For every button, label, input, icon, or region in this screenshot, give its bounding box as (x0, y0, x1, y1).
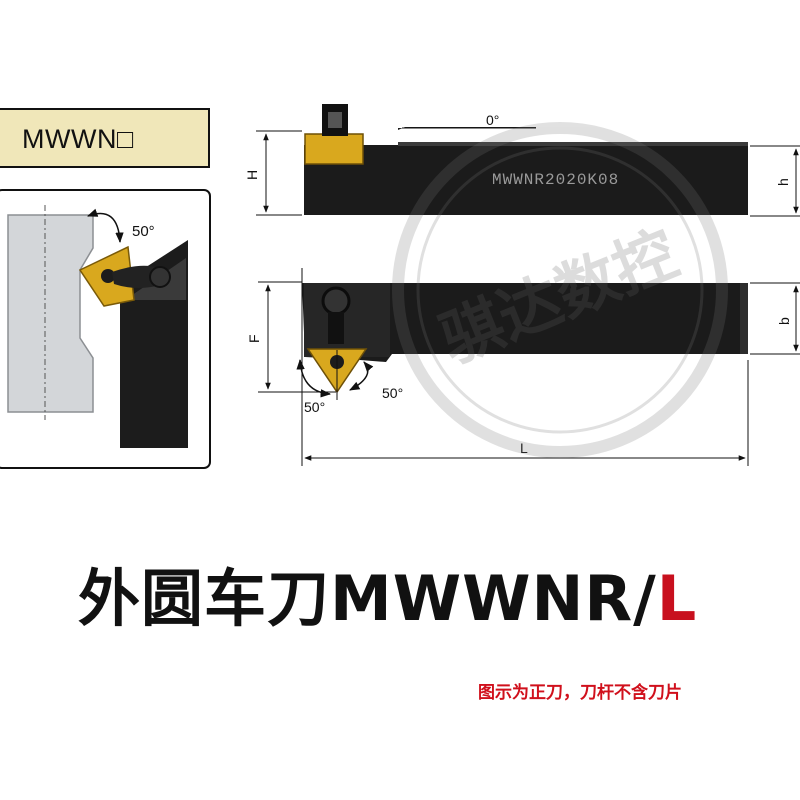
workpiece (7, 214, 94, 413)
side-view: 0° MWWNR2020K08 H h (244, 104, 800, 217)
dim-F-label: F (246, 334, 262, 343)
detail-insert-hole (101, 269, 115, 283)
front-shank (302, 283, 748, 362)
code-panel: MWWN□ (0, 108, 210, 168)
side-angle-label: 0° (486, 112, 499, 128)
side-insert (304, 133, 364, 165)
dim-L-label: L (520, 440, 528, 456)
front-view: 50° 50° F b L (246, 268, 800, 466)
dim-H-label: H (244, 170, 260, 180)
front-shank-edge (740, 283, 748, 354)
detail-clamp-screw (149, 266, 171, 288)
front-angle-arc-right (349, 361, 374, 391)
title-highlight: L (656, 562, 698, 635)
shank-marking: MWWNR2020K08 (492, 171, 619, 189)
detail-angle-arc (87, 208, 124, 244)
dim-b-label: b (776, 317, 792, 325)
page-title: 外圆车刀MWWNR/L (78, 548, 697, 638)
front-angle-arc-left (296, 358, 332, 398)
code-text: MWWN□ (22, 124, 134, 154)
title-main: 外圆车刀MWWNR/ (78, 562, 657, 635)
footnote: 图示为正刀，刀杆不含刀片 (478, 683, 682, 703)
front-angle-left-label: 50° (304, 399, 325, 415)
watermark-ring-inner (416, 146, 704, 434)
detail-angle-label: 50° (132, 223, 155, 240)
side-shank-top (398, 142, 748, 146)
dim-h-label: h (775, 178, 791, 186)
detail-view: 50° (0, 189, 211, 469)
front-angle-right-label: 50° (382, 385, 403, 401)
front-clamp-screw (321, 286, 351, 316)
watermark-ring-outer (392, 122, 728, 458)
side-screw-slot (328, 112, 342, 128)
detail-frame (0, 189, 211, 469)
side-shank (304, 127, 748, 215)
front-clamp-arm (328, 312, 344, 344)
